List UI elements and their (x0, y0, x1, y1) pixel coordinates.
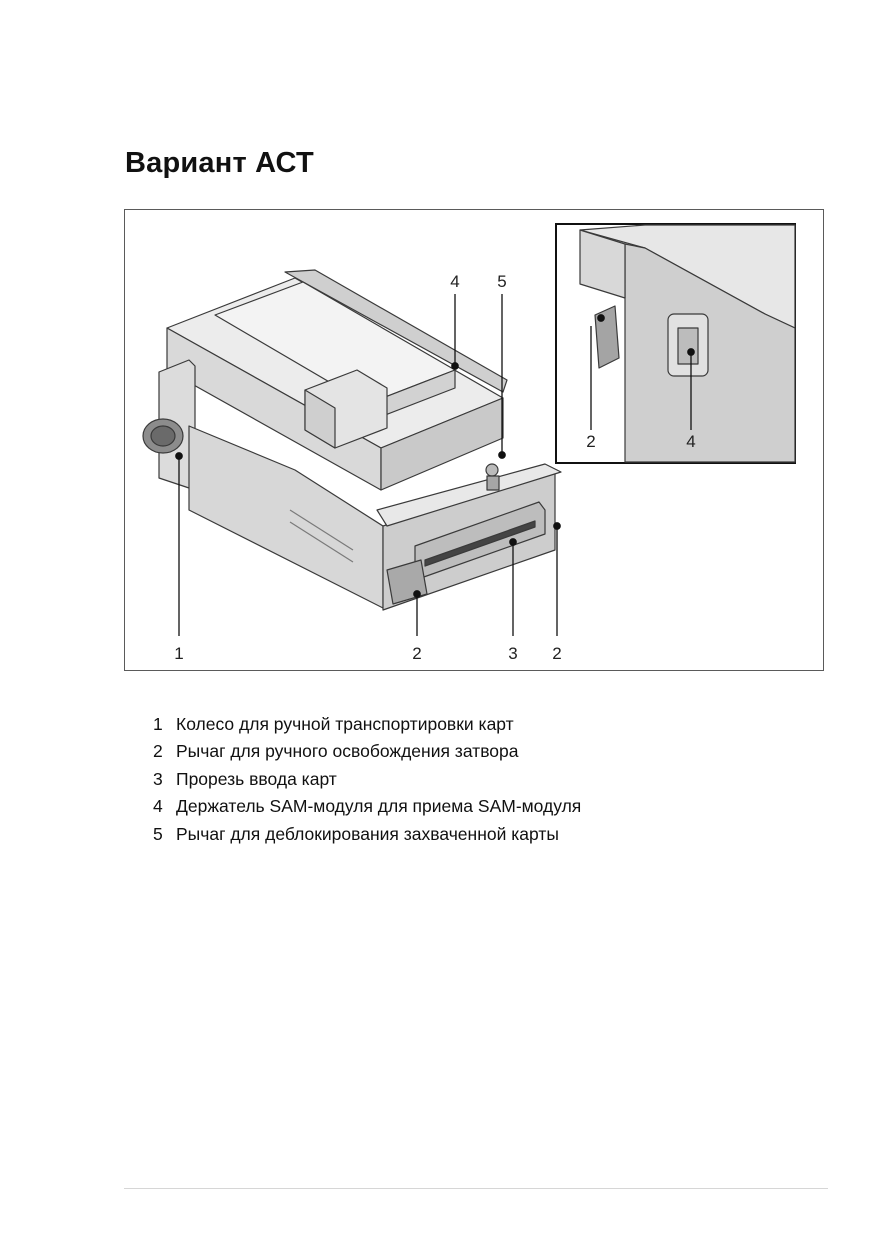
callout-5-main: 5 (497, 272, 506, 291)
legend-item-text: Колесо для ручной транспортировки карт (176, 714, 514, 734)
callout-2-right: 2 (552, 644, 561, 663)
callout-4-main: 4 (450, 272, 459, 291)
page-title: Вариант АСТ (125, 147, 314, 179)
callout-4-inset: 4 (686, 432, 695, 451)
legend-item: 1 Колесо для ручной транспортировки карт (153, 711, 581, 738)
legend-item-number: 1 (153, 714, 163, 734)
callout-2-inset: 2 (586, 432, 595, 451)
legend-item-text: Рычаг для ручного освобождения затвора (176, 741, 519, 762)
legend-item-text: Прорезь ввода карт (176, 768, 337, 789)
device-figure: 4 5 1 2 3 2 2 4 (124, 209, 824, 671)
callout-2-main: 2 (412, 644, 421, 663)
legend-item-number: 5 (153, 823, 163, 844)
inset-detail (555, 223, 796, 464)
callout-3-main: 3 (508, 644, 517, 663)
legend-item: 2 Рычаг для ручного освобождения затвора (153, 738, 581, 765)
legend-item-number: 2 (153, 741, 163, 762)
legend-item-number: 3 (153, 768, 163, 789)
legend-item-number: 4 (153, 796, 163, 817)
legend-item: 3 Прорезь ввода карт (153, 766, 581, 793)
card-reader-illustration: 4 5 1 2 3 2 2 4 (142, 223, 796, 663)
legend-item: 5 Рычаг для деблокирования захваченной ка… (153, 821, 581, 848)
card-reader-drawing (142, 269, 562, 611)
footer-divider (124, 1188, 828, 1189)
callout-1-main: 1 (174, 644, 183, 663)
legend-item-text: Рычаг для деблокирования захваченной кар… (176, 823, 559, 844)
leader-lines (175, 294, 695, 636)
legend-item: 4 Держатель SAM-модуля для приема SAM-мод… (153, 793, 581, 820)
legend-item-text: Держатель SAM-модуля для приема SAM-моду… (176, 796, 582, 817)
